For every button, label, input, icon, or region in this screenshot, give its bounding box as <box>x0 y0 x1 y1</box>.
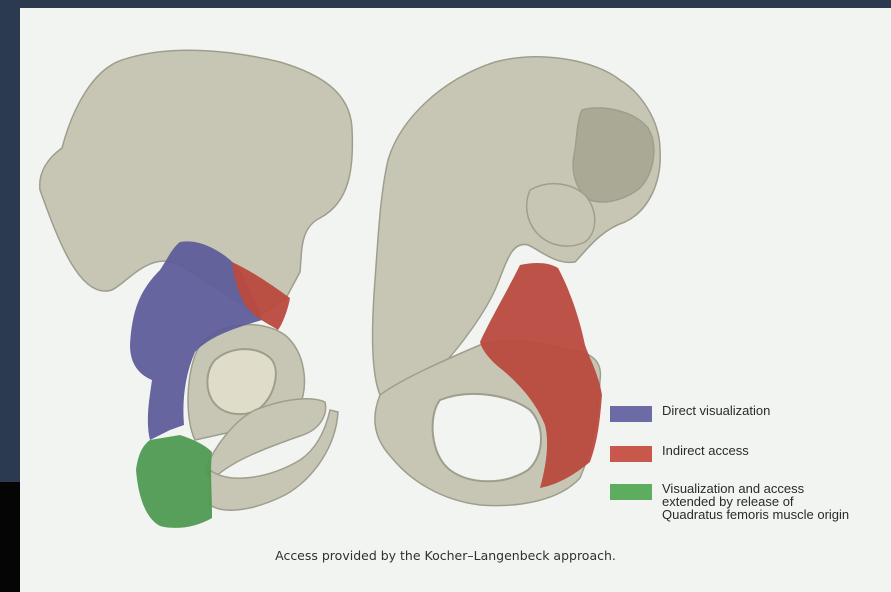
legend-item-indirect: Indirect access <box>610 444 749 462</box>
legend-label-indirect: Indirect access <box>662 444 749 457</box>
left-extended-access-region <box>136 435 212 528</box>
right-hip-bone <box>373 57 661 506</box>
legend-item-extended: Visualization and access extended by rel… <box>610 482 849 521</box>
legend-swatch-indirect <box>610 446 652 462</box>
right-obturator-foramen <box>433 394 541 481</box>
legend-swatch-direct <box>610 406 652 422</box>
legend-label-extended: Visualization and access extended by rel… <box>662 482 849 521</box>
legend-label-direct: Direct visualization <box>662 404 770 417</box>
legend-swatch-extended <box>610 484 652 500</box>
figure-caption: Access provided by the Kocher–Langenbeck… <box>0 548 891 563</box>
legend-item-direct: Direct visualization <box>610 404 770 422</box>
left-hip-bone <box>40 50 353 528</box>
